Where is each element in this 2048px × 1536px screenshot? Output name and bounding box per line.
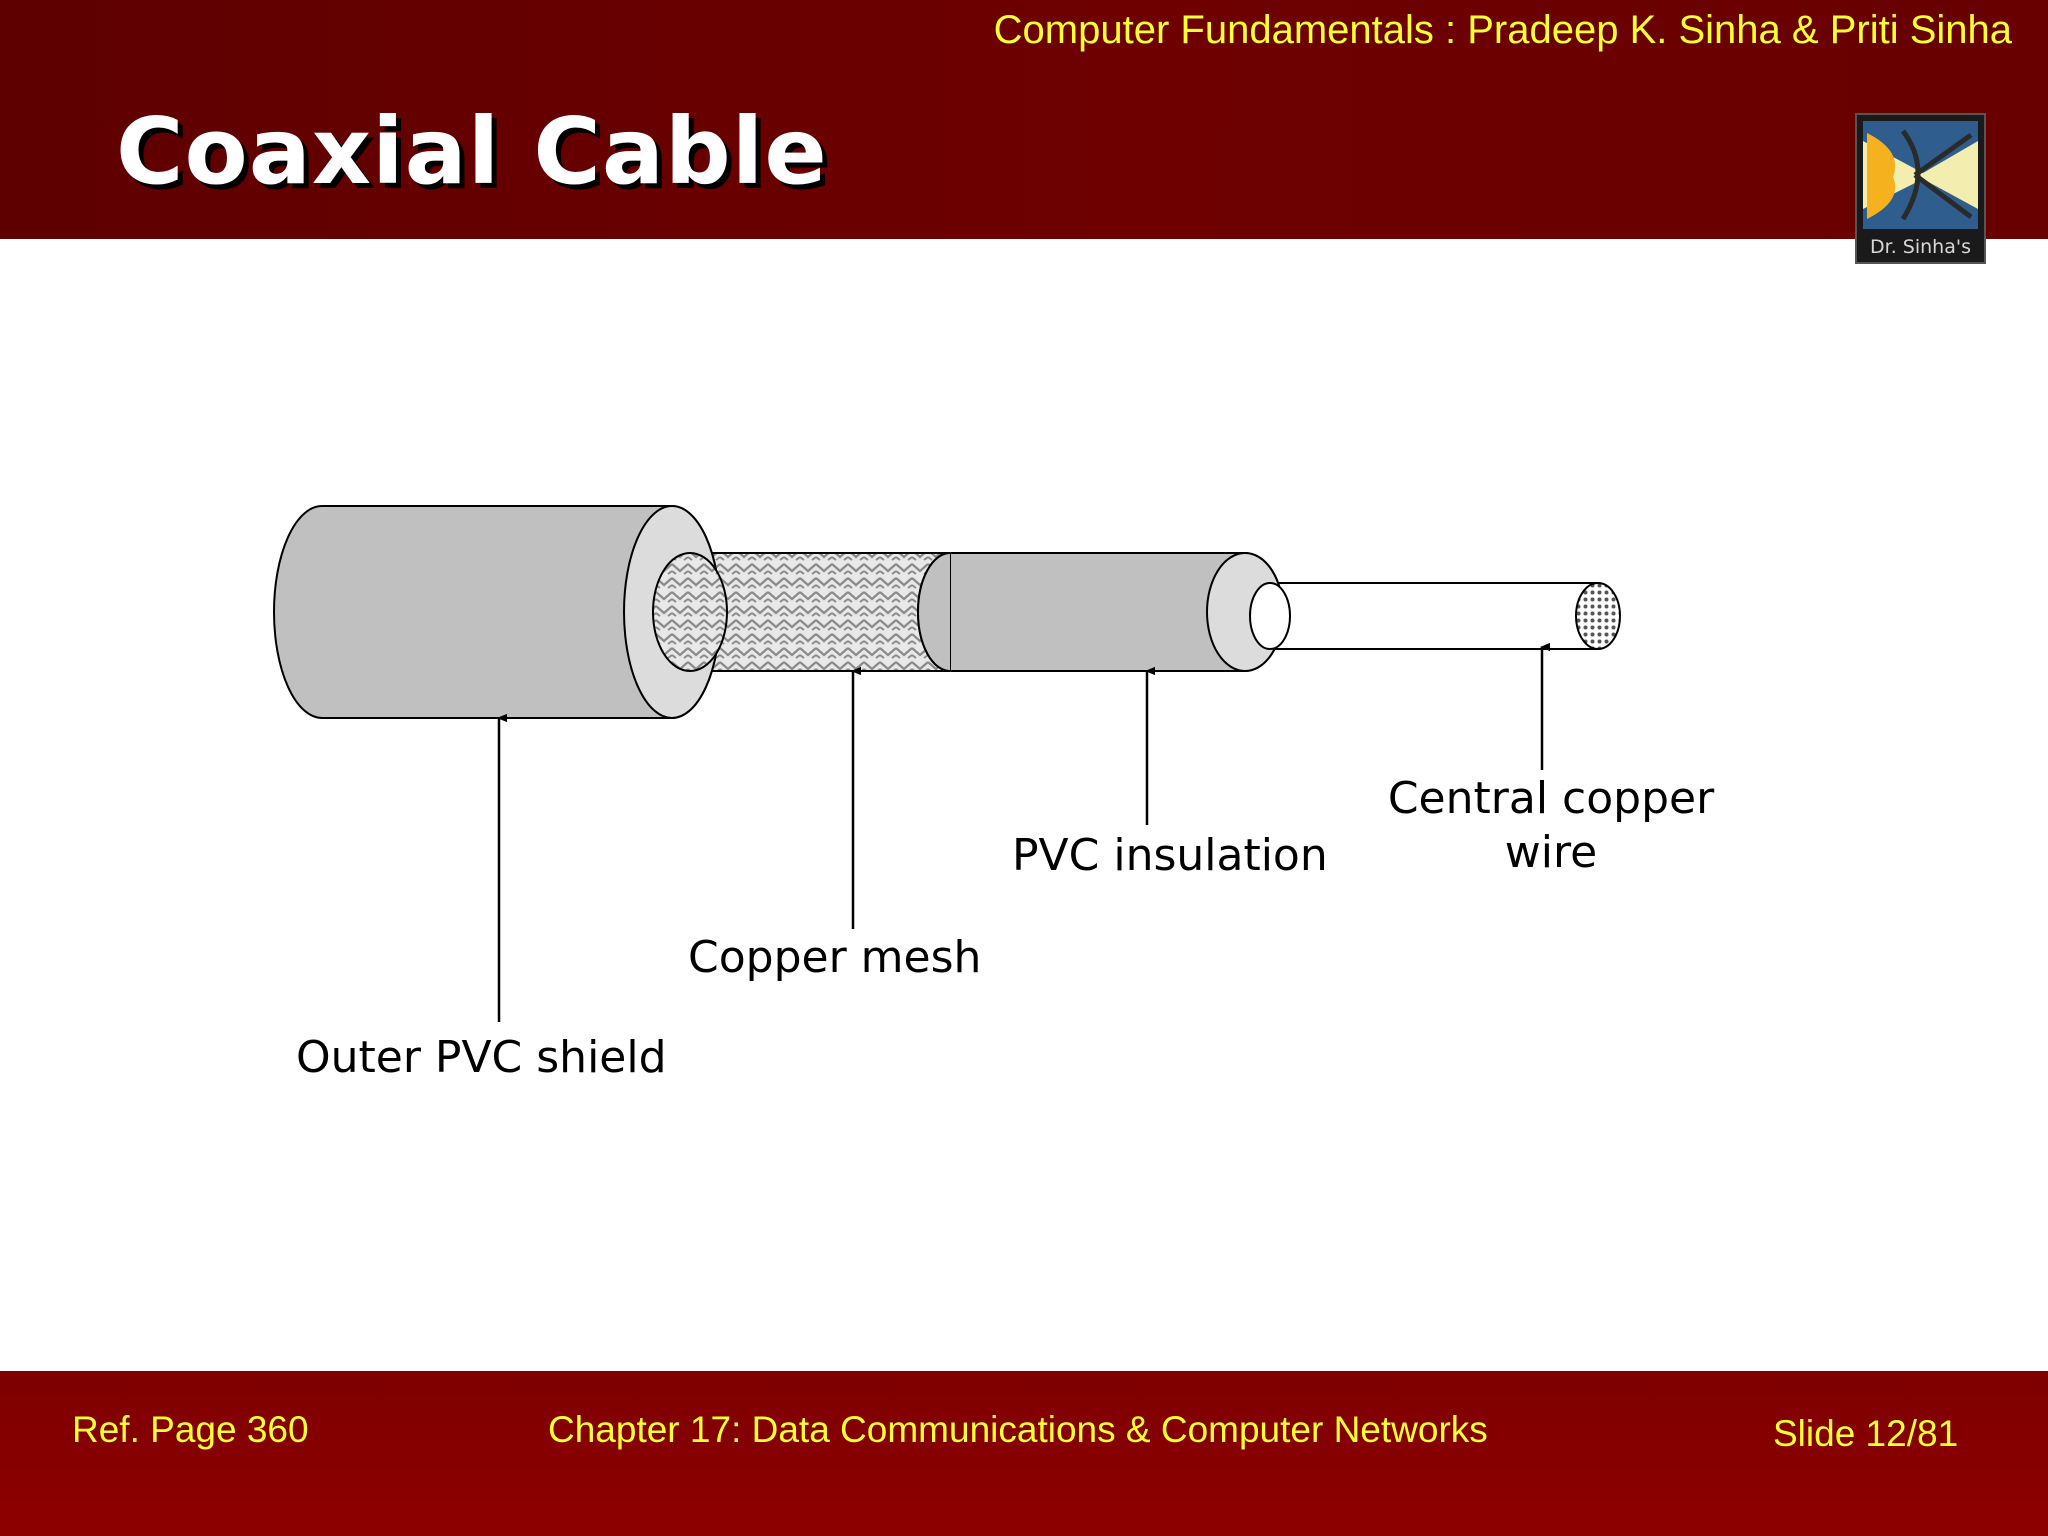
slide-header: Computer Fundamentals : Pradeep K. Sinha… [0, 0, 2048, 239]
pvc-insulation-layer [949, 552, 1291, 672]
chapter-title: Chapter 17: Data Communications & Comput… [548, 1409, 1488, 1450]
copper-mesh-layer [689, 552, 951, 672]
ref-page: Ref. Page 360 [72, 1409, 309, 1450]
slide-footer: Ref. Page 360 Chapter 17: Data Communica… [0, 1371, 2048, 1536]
label-central-copper-wire-line2: wire [1504, 827, 1598, 878]
book-credit: Computer Fundamentals : Pradeep K. Sinha… [993, 8, 2012, 52]
slide-title: Coaxial Cable [116, 98, 828, 205]
label-copper-mesh: Copper mesh [688, 932, 982, 983]
label-central-copper-wire-line1: Central copper [1387, 773, 1715, 824]
central-copper-wire [1249, 582, 1621, 650]
dr-sinha-logo-icon: Dr. Sinha's [1855, 113, 1986, 264]
logo-caption: Dr. Sinha's [1870, 236, 1971, 258]
slide-number: Slide 12/81 [1773, 1413, 1959, 1454]
label-central-copper-wire: Central copper wire [1383, 772, 1719, 880]
logo-graphic [1863, 121, 1978, 229]
label-outer-pvc-shield: Outer PVC shield [296, 1032, 667, 1083]
label-pvc-insulation: PVC insulation [1012, 830, 1328, 881]
outer-pvc-shield-layer [273, 505, 728, 719]
coaxial-cable-diagram [273, 505, 1621, 1022]
